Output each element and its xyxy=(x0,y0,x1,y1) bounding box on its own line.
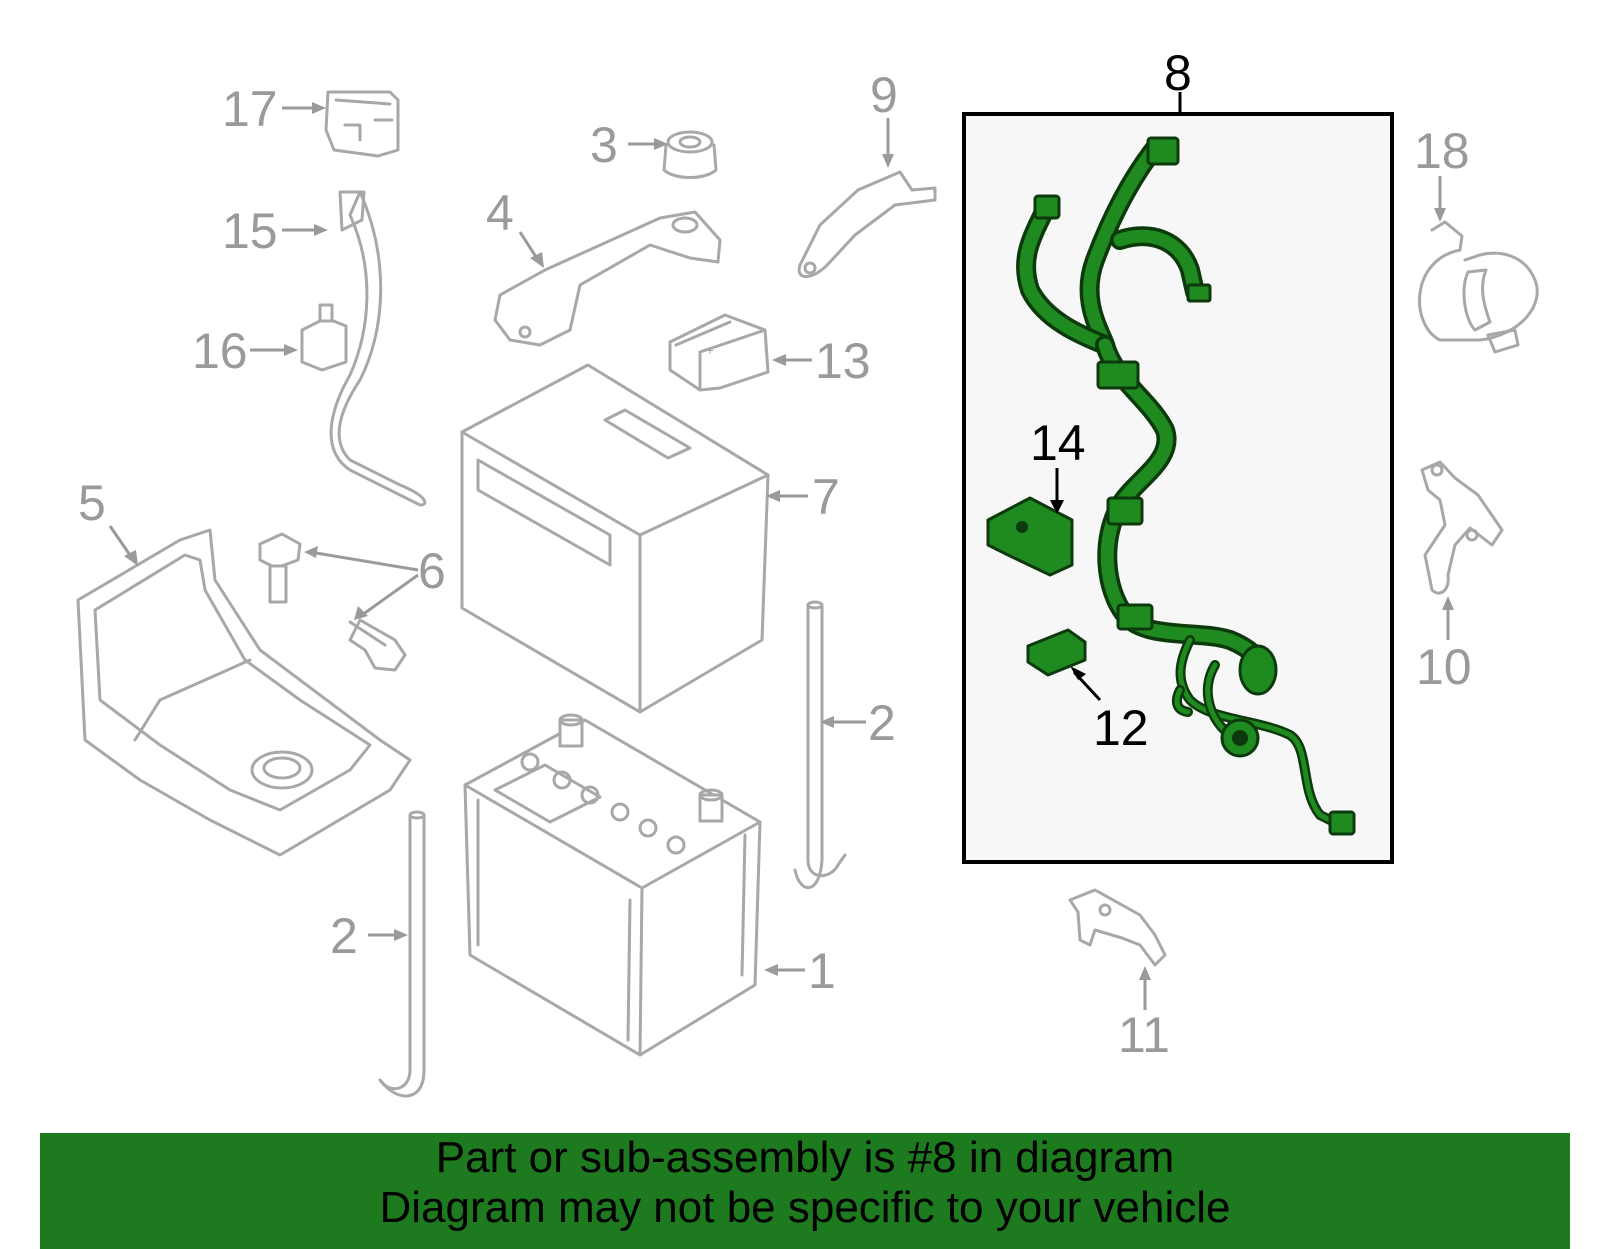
callout-12: 12 xyxy=(1093,700,1149,756)
part-1-battery xyxy=(463,713,762,1057)
part-2-rod-left xyxy=(378,810,426,1098)
callout-14: 14 xyxy=(1030,415,1086,471)
svg-text:+: + xyxy=(706,342,714,358)
wiring-harness xyxy=(1016,136,1356,836)
part-12-clip xyxy=(1026,628,1087,677)
callout-9: 9 xyxy=(870,67,898,123)
part-11-bracket xyxy=(1068,888,1167,967)
callout-8: 8 xyxy=(1164,45,1192,101)
part-3-nut xyxy=(662,130,718,179)
part-7-battery-cover xyxy=(460,363,770,714)
callout-16: 16 xyxy=(192,323,248,379)
part-13-terminal-cover: + xyxy=(668,313,770,392)
part-5-battery-tray xyxy=(76,528,412,857)
callout-11: 11 xyxy=(1118,1007,1170,1063)
callout-13: 13 xyxy=(815,333,871,389)
callout-17: 17 xyxy=(222,81,278,137)
part-15-cable xyxy=(329,190,427,507)
part-10-bracket xyxy=(1420,460,1504,595)
callout-18: 18 xyxy=(1414,123,1470,179)
callout-4: 4 xyxy=(486,185,514,241)
part-6-bolts xyxy=(258,532,407,672)
callout-6: 6 xyxy=(418,543,446,599)
part-2-rod-right xyxy=(793,600,847,890)
part-18-clip xyxy=(1418,220,1539,354)
callout-3: 3 xyxy=(590,117,618,173)
part-16-clamp xyxy=(300,303,348,372)
banner-background xyxy=(40,1133,1570,1249)
part-17-terminal-cover xyxy=(324,90,400,158)
banner-line-1: Part or sub-assembly is #8 in diagram xyxy=(435,1133,1175,1182)
callout-5: 5 xyxy=(78,475,106,531)
callout-1: 1 xyxy=(808,943,836,999)
part-9-bracket xyxy=(797,170,937,279)
callout-15: 15 xyxy=(222,203,278,259)
banner-line-2: Diagram may not be specific to your vehi… xyxy=(379,1183,1231,1232)
callout-10: 10 xyxy=(1416,639,1472,695)
part-4-hold-down xyxy=(493,210,722,347)
info-banner: Part or sub-assembly is #8 in diagram Di… xyxy=(40,1133,1570,1249)
callout-7: 7 xyxy=(812,469,840,525)
part-14-clip xyxy=(986,496,1074,577)
callout-2b: 2 xyxy=(330,908,358,964)
callout-2a: 2 xyxy=(868,695,896,751)
